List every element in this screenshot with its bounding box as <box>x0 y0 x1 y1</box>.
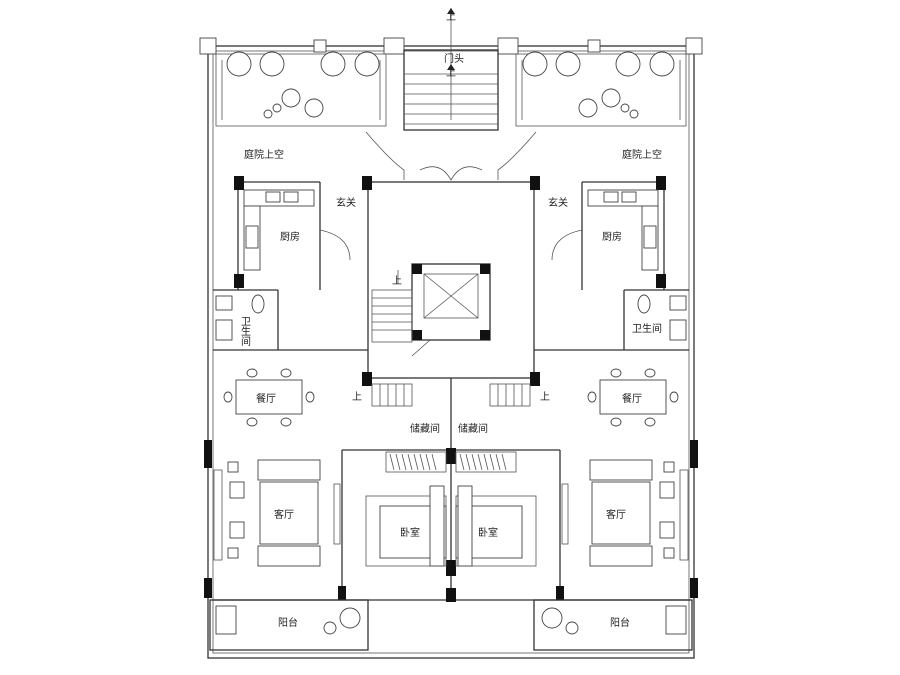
living-left-furniture <box>213 459 341 567</box>
label-living-left: 客厅 <box>274 508 294 521</box>
label-kitchen-right: 厨房 <box>602 230 622 243</box>
label-gate: 门头 <box>444 52 464 65</box>
structural-columns <box>204 176 698 602</box>
corner-posts <box>199 37 703 55</box>
kitchen-left-fixtures <box>243 189 351 271</box>
entrance-stair <box>365 8 537 181</box>
courtyard-left-garden <box>215 51 387 127</box>
living-right-furniture <box>561 459 689 567</box>
label-up-left: 上 <box>352 391 362 403</box>
internal-stair <box>371 270 531 407</box>
label-up-top: 上 <box>446 11 456 23</box>
label-balcony-left: 阳台 <box>278 616 298 629</box>
label-foyer-right: 玄关 <box>548 196 568 209</box>
bath-left-fixtures <box>215 294 265 341</box>
label-storage-left: 储藏间 <box>410 422 440 435</box>
label-bath-left: 卫生间 <box>239 316 251 347</box>
label-dining-left: 餐厅 <box>256 392 276 405</box>
label-bedroom-left: 卧室 <box>400 526 420 539</box>
label-bath-right: 卫生间 <box>632 322 662 335</box>
storage-closets <box>385 451 517 473</box>
dining-table-right <box>587 368 679 427</box>
label-dining-right: 餐厅 <box>622 392 642 405</box>
label-balcony-right: 阳台 <box>610 616 630 629</box>
bath-right-fixtures <box>637 294 687 341</box>
label-up-right: 上 <box>540 391 550 403</box>
label-storage-right: 储藏间 <box>458 422 488 435</box>
label-kitchen-left: 厨房 <box>280 230 300 243</box>
elevator-core <box>411 263 491 341</box>
courtyard-right-garden <box>515 51 687 127</box>
label-stair-up: 上 <box>392 275 402 287</box>
bedroom-beds <box>365 485 537 567</box>
label-bedroom-right: 卧室 <box>478 526 498 539</box>
balconies <box>209 599 693 651</box>
label-living-right: 客厅 <box>606 508 626 521</box>
label-courtyard-right: 庭院上空 <box>622 148 662 161</box>
kitchen-right-fixtures <box>551 189 659 271</box>
label-foyer-left: 玄关 <box>336 196 356 209</box>
label-gate-up: 上 <box>446 67 456 79</box>
label-courtyard-left: 庭院上空 <box>244 148 284 161</box>
dining-table-left <box>223 368 315 427</box>
